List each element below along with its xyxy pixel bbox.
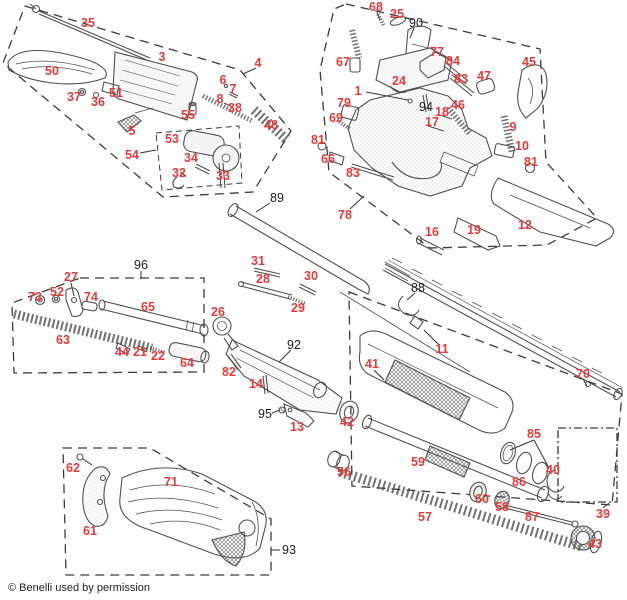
seal-group-outline: [557, 427, 618, 503]
oiler-group-outline: [155, 125, 243, 191]
copyright-text: © Benelli used by permission: [8, 582, 151, 594]
buttstock-group-outline: [62, 447, 272, 576]
trigger-group-art: [317, 13, 615, 256]
trigger-group-outline: [319, 3, 599, 249]
magazine-tube-art: [227, 203, 471, 373]
bolt-parts-art: [237, 267, 317, 306]
cleaning-rod-art: [29, 3, 151, 62]
slide-assembly-art: [225, 339, 343, 428]
recoil-spring-group-outline: [11, 277, 205, 374]
leader-lines: [70, 11, 610, 551]
stock-group-outline: [2, 5, 292, 198]
recoil-spring-group-art: [12, 287, 242, 371]
group-outline-boxes: [2, 3, 623, 576]
oiler-group-art: [172, 130, 240, 189]
buttstock-group-art: [76, 453, 267, 567]
stock-cover-group-art: [7, 49, 292, 145]
forend-group-art: [327, 330, 585, 552]
forend-group-outline: [348, 291, 623, 506]
rings-group-art: [469, 441, 603, 554]
barrel-art: [382, 257, 624, 401]
